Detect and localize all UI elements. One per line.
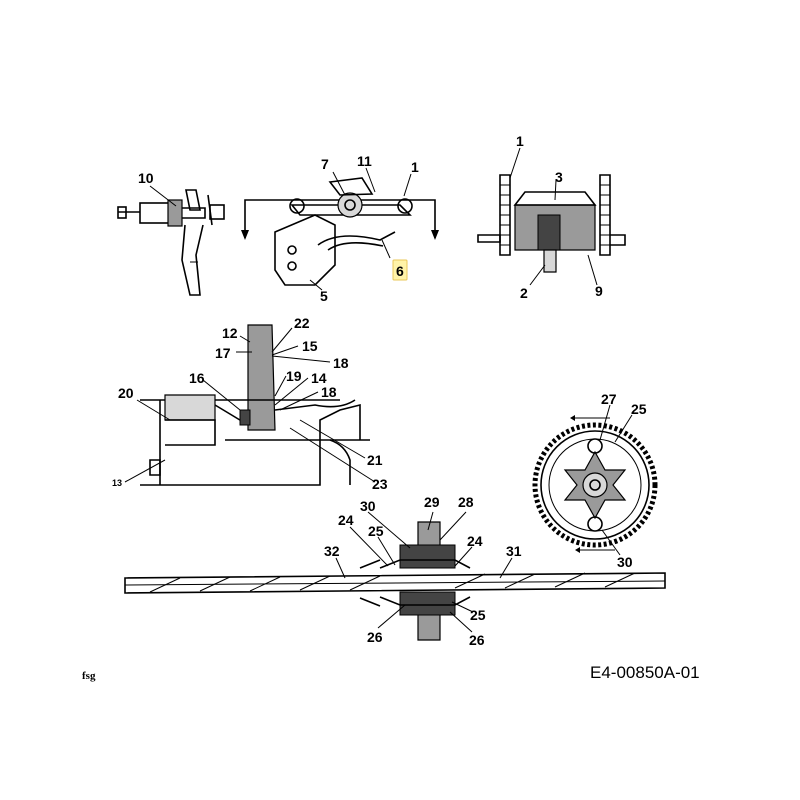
callout-labels: 10 7 11 1 6 5 1 3 2 9 12 22 17 15 18 16 … [112, 133, 647, 648]
callout-30-shaft: 30 [360, 498, 376, 514]
callout-27: 27 [601, 391, 617, 407]
spur-gear [532, 404, 658, 556]
callout-26-right: 26 [469, 632, 485, 648]
callout-24-left: 24 [338, 512, 354, 528]
callout-6-highlight [392, 259, 408, 281]
callout-12: 12 [222, 325, 238, 341]
callout-10: 10 [138, 170, 154, 186]
callout-9: 9 [595, 283, 603, 299]
callout-1-top: 1 [411, 159, 419, 175]
callout-26-left: 26 [367, 629, 383, 645]
callout-6[interactable]: 6 [396, 263, 404, 279]
callout-18-top: 18 [333, 355, 349, 371]
callout-14: 14 [311, 370, 327, 386]
callout-21: 21 [367, 452, 383, 468]
callout-19: 19 [286, 368, 302, 384]
hub-cross-section [124, 324, 376, 486]
callout-25-right: 25 [470, 607, 486, 623]
shaft-assembly [124, 511, 666, 641]
callout-11: 11 [357, 153, 372, 169]
drawing-code: E4-00850A-01 [590, 663, 700, 682]
callout-32: 32 [324, 543, 340, 559]
lever-assembly [117, 185, 225, 296]
bracket-assembly [241, 167, 439, 291]
callout-20: 20 [118, 385, 134, 401]
callout-1-housing: 1 [516, 133, 524, 149]
callout-25-left: 25 [368, 523, 384, 539]
callout-28: 28 [458, 494, 474, 510]
callout-13: 13 [112, 478, 122, 488]
callout-30-gear: 30 [617, 554, 633, 570]
gear-housing-assembly [477, 147, 626, 286]
callout-29: 29 [424, 494, 440, 510]
callout-23: 23 [372, 476, 388, 492]
callout-31: 31 [506, 543, 522, 559]
callout-17: 17 [215, 345, 231, 361]
callout-15: 15 [302, 338, 318, 354]
callout-7: 7 [321, 156, 329, 172]
callout-18-lower: 18 [321, 384, 337, 400]
callout-5: 5 [320, 288, 328, 304]
callout-2: 2 [520, 285, 528, 301]
callout-24-right: 24 [467, 533, 483, 549]
callout-3: 3 [555, 169, 563, 185]
callout-22: 22 [294, 315, 310, 331]
fsg-mark: fsg [82, 670, 96, 682]
callout-25-gear: 25 [631, 401, 647, 417]
callout-16: 16 [189, 370, 205, 386]
